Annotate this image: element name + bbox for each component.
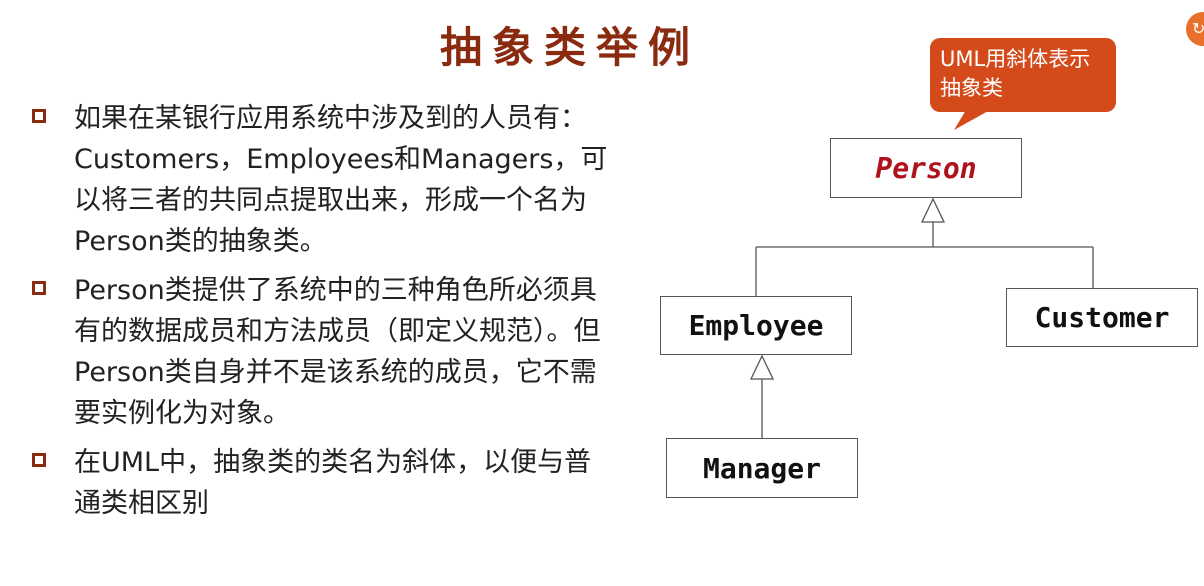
class-box-manager: Manager [666,438,858,498]
class-box-person: Person [830,138,1022,198]
bullet-text: 如果在某银行应用系统中涉及到的人员有：Customers，Employees和M… [74,103,608,257]
checkbox-bullet-icon [32,109,46,123]
bullet-list: 如果在某银行应用系统中涉及到的人员有：Customers，Employees和M… [32,98,617,532]
inheritance-arrow-employee [749,354,775,380]
edge-widget-icon[interactable]: ↻ [1186,12,1204,46]
class-box-customer: Customer [1006,288,1198,347]
checkbox-bullet-icon [32,281,46,295]
class-box-employee: Employee [660,296,852,355]
inheritance-arrow-person [920,197,946,223]
callout-note: UML用斜体表示抽象类 [930,38,1116,112]
bullet-item: 在UML中，抽象类的类名为斜体，以便与普通类相区别 [32,442,617,524]
callout-tail [954,110,990,130]
bullet-item: 如果在某银行应用系统中涉及到的人员有：Customers，Employees和M… [32,98,617,262]
bullet-item: Person类提供了系统中的三种角色所必须具有的数据成员和方法成员（即定义规范）… [32,270,617,434]
bullet-text: 在UML中，抽象类的类名为斜体，以便与普通类相区别 [74,447,592,519]
checkbox-bullet-icon [32,453,46,467]
slide-title: 抽象类举例 [439,23,700,72]
bullet-text: Person类提供了系统中的三种角色所必须具有的数据成员和方法成员（即定义规范）… [74,275,601,429]
